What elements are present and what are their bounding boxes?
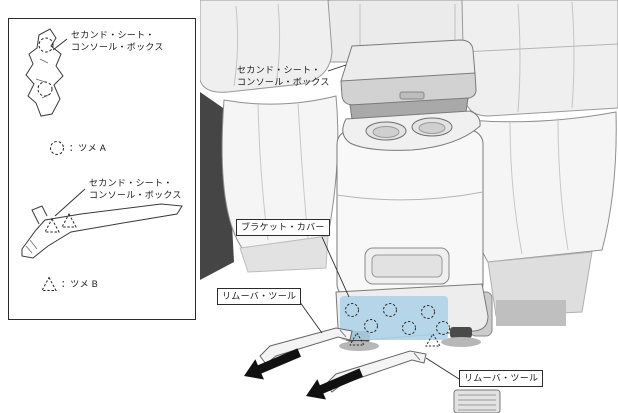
right-seat	[461, 0, 618, 337]
bracket-cover-zone	[340, 296, 450, 347]
clip-a-circle-icon	[50, 141, 64, 155]
leader-line	[54, 188, 86, 217]
console-trim-sketch	[21, 203, 183, 259]
leader-line	[321, 236, 350, 298]
leader-line	[52, 38, 68, 51]
clip-b-triangle-icon	[41, 276, 57, 291]
remover-tool-label-left: リムーバ・ツール	[217, 288, 302, 305]
clip-b-marker	[44, 217, 60, 233]
clip-a-marker	[37, 81, 53, 97]
bracket-cover-highlight	[340, 296, 448, 340]
clip-b-label: ：ツメ B	[61, 279, 99, 289]
clip-a-marker	[345, 303, 359, 317]
leader-lines	[296, 64, 460, 380]
remover-tool	[325, 350, 427, 393]
legend-panel: セカンド・シート・ コンソール・ボックス ：ツメ A セカンド・シート・ コンソ…	[8, 18, 196, 320]
clip-a-legend: ：ツメ A	[49, 140, 106, 156]
console-box-label: セカンド・シート・ コンソール・ボックス	[237, 65, 330, 87]
leader-line	[327, 64, 347, 72]
remover-tool-label-right: リムーバ・ツール	[459, 370, 544, 387]
clip-b-marker	[61, 212, 77, 228]
removal-direction-arrow	[306, 368, 363, 400]
legend-part-sketches	[21, 28, 183, 259]
clip-b-legend: ：ツメ B	[41, 276, 98, 292]
bracket-cover-label: ブラケット・カバー	[236, 219, 330, 236]
console-bracket-sketch	[25, 28, 64, 117]
floor-vent	[453, 389, 501, 413]
clip-a-marker	[364, 319, 378, 333]
clip-a-label: ：ツメ A	[69, 143, 107, 153]
clip-a-marker	[38, 37, 54, 53]
leader-line	[425, 357, 460, 380]
legend-part-label-bottom: セカンド・シート・ コンソール・ボックス	[89, 178, 182, 200]
clip-b-marker	[349, 332, 365, 346]
clip-b-marker	[425, 333, 441, 347]
clip-a-marker	[383, 303, 397, 317]
clip-a-marker	[436, 321, 450, 335]
legend-part-label-top: セカンド・シート・ コンソール・ボックス	[71, 30, 164, 52]
cabin-illustration-art	[200, 0, 618, 413]
removal-direction-arrows	[244, 348, 363, 400]
clip-a-marker	[402, 321, 416, 335]
clip-a-marker	[421, 305, 435, 319]
main-illustration: セカンド・シート・ コンソール・ボックス ブラケット・カバー リムーバ・ツール …	[200, 0, 618, 413]
removal-direction-arrow	[244, 348, 301, 380]
left-seat	[200, 0, 339, 280]
